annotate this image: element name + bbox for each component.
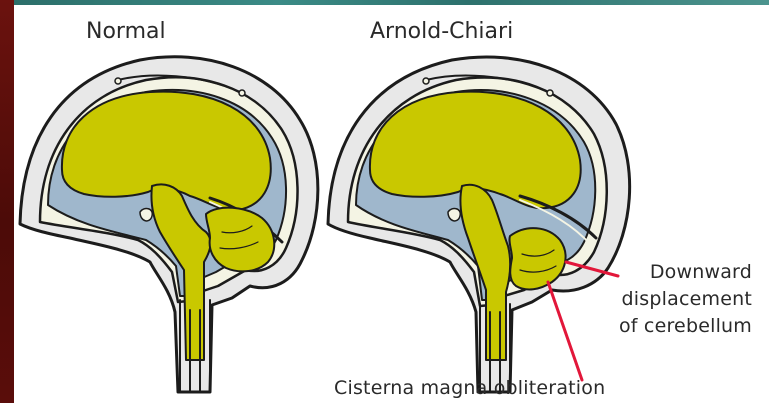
normal-head-illustration — [20, 57, 318, 392]
label-downward: Downward — [650, 261, 752, 283]
title-arnold-chiari: Arnold-Chiari — [370, 19, 513, 44]
pointer-cisterna-magna — [548, 282, 582, 380]
title-normal: Normal — [86, 19, 166, 44]
label-displacement: displacement — [622, 288, 752, 310]
label-of-cerebellum: of cerebellum — [619, 315, 752, 337]
arnold-chiari-head-illustration — [328, 57, 630, 392]
label-cisterna-magna-obliteration: Cisterna magna obliteration — [334, 377, 605, 399]
